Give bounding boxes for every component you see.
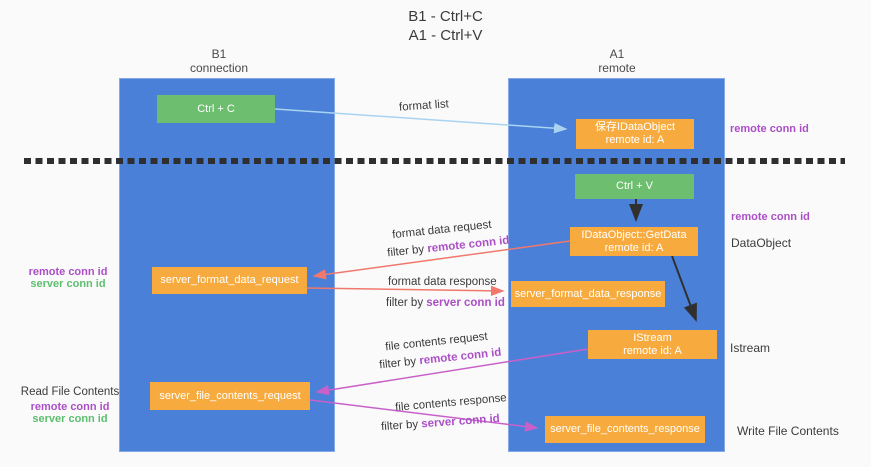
node-file-request-label: server_file_contents_request — [159, 389, 301, 402]
node-server-format-data-response[interactable]: server_format_data_response — [511, 281, 665, 307]
node-format-request-label: server_format_data_request — [160, 274, 299, 286]
edge-format-list — [274, 108, 568, 134]
node-ctrl-v-label: Ctrl + V — [616, 180, 653, 192]
node-save-idataobject-line1: 保存IDataObject — [594, 121, 676, 133]
node-idataobject-getdata[interactable]: IDataObject::GetData remote id: A — [570, 227, 698, 256]
edge-file-contents-response — [309, 399, 539, 432]
node-istream[interactable]: IStream remote id: A — [588, 330, 717, 359]
lane-b1-subtitle: connection — [189, 61, 249, 75]
label-filter-server-1: filter by server conn id — [386, 297, 505, 309]
node-istream-line2: remote id: A — [623, 344, 682, 357]
annotation-left-remote-conn-id-2: remote conn id — [30, 401, 110, 413]
edge-file-contents-request — [315, 348, 589, 396]
node-save-idataobject-line2: remote id: A — [605, 134, 665, 146]
page-title: B1 - Ctrl+C A1 - Ctrl+V — [0, 7, 871, 45]
annotation-dataobject: DataObject — [731, 236, 792, 250]
node-istream-line1: IStream — [633, 331, 672, 344]
title-line-1: B1 - Ctrl+C — [408, 8, 483, 25]
edge-format-data-request — [312, 240, 571, 280]
annotation-left-server-conn-id: server conn id — [30, 278, 106, 290]
filter-by-text: filter by — [386, 297, 427, 309]
node-getdata-line1: IDataObject::GetData — [581, 228, 687, 241]
node-format-response-label: server_format_data_response — [514, 287, 662, 300]
edge-getdata-to-istream — [671, 255, 697, 322]
node-save-idataobject[interactable]: 保存IDataObject remote id: A — [576, 119, 694, 149]
annotation-left-server-conn-id-2: server conn id — [32, 413, 108, 425]
annotation-remote-conn-id-top: remote conn id — [730, 123, 809, 135]
server-conn-id-key: server conn id — [426, 297, 505, 309]
node-ctrl-c[interactable]: Ctrl + C — [157, 95, 275, 123]
node-file-response-label: server_file_contents_response — [550, 423, 700, 435]
annotation-left-remote-conn-id: remote conn id — [28, 266, 108, 278]
edge-format-data-response — [306, 285, 505, 297]
node-getdata-line2: remote id: A — [604, 241, 664, 254]
node-ctrl-c-label: Ctrl + C — [197, 102, 235, 115]
node-server-format-data-request[interactable]: server_format_data_request — [152, 267, 307, 294]
annotation-read-file-contents-group: Read File Contents remote conn id server… — [18, 386, 122, 425]
node-server-file-contents-response[interactable]: server_file_contents_response — [545, 416, 705, 443]
annotation-istream: Istream — [730, 341, 771, 355]
lane-header-b1: B1 connection — [119, 47, 319, 75]
label-format-data-response: format data response — [388, 276, 497, 288]
lane-a1-subtitle: remote — [598, 61, 636, 75]
lane-a1-title: A1 — [609, 47, 625, 61]
annotation-write-file-contents: Write File Contents — [737, 424, 839, 438]
annotation-remote-conn-id-mid: remote conn id — [731, 211, 810, 223]
annotation-read-file-contents: Read File Contents — [20, 386, 120, 398]
lane-header-a1: A1 remote — [517, 47, 717, 75]
title-line-2: A1 - Ctrl+V — [408, 27, 483, 44]
annotation-left-conn-ids-top: remote conn id server conn id — [18, 266, 118, 290]
node-ctrl-v[interactable]: Ctrl + V — [575, 174, 694, 199]
lane-b1-title: B1 — [211, 47, 227, 61]
node-server-file-contents-request[interactable]: server_file_contents_request — [150, 382, 310, 410]
